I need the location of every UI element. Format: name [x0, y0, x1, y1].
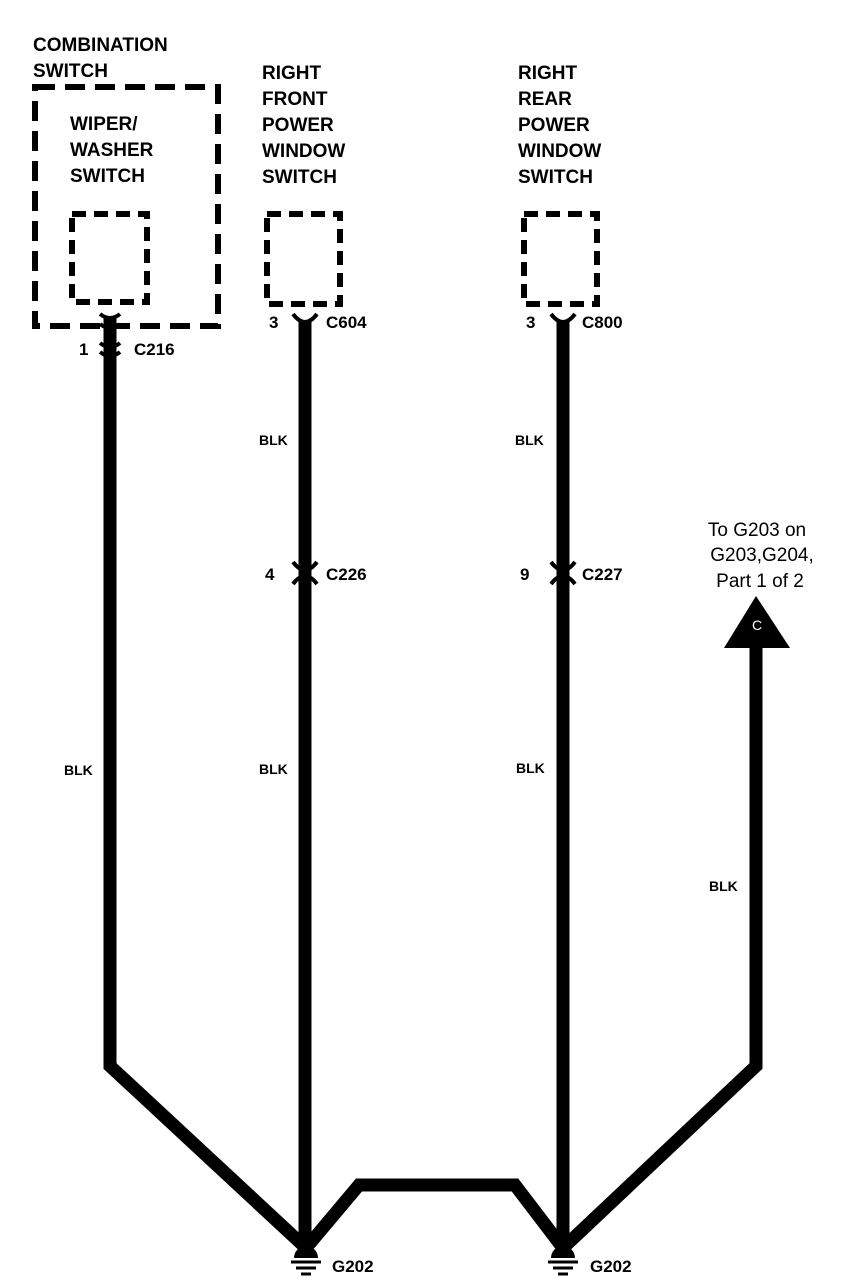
offpage-symbol: C: [752, 617, 762, 633]
wires: [103, 318, 763, 1253]
right-front-line2: FRONT: [262, 89, 328, 110]
right-rear-line3: POWER: [518, 115, 590, 136]
ground-icon: [291, 1246, 321, 1276]
combination-switch-line1: COMBINATION: [33, 35, 168, 56]
right-rear-line4: WINDOW: [518, 141, 601, 162]
c800-pin: 3: [526, 313, 535, 332]
wire-color-label: BLK: [516, 760, 545, 776]
connector-c226-symbol: [291, 560, 319, 586]
right-front-line3: POWER: [262, 115, 334, 136]
combination-switch-line2: SWITCH: [33, 61, 108, 82]
c216-pin: 1: [79, 340, 88, 359]
wiper-washer-switch-box: [69, 211, 150, 305]
wiper-washer-switch-label: WIPER/ WASHER SWITCH: [70, 114, 154, 187]
connector-c800-symbol: [549, 312, 577, 324]
combination-switch-label: COMBINATION SWITCH: [33, 35, 168, 82]
c604-name: C604: [326, 313, 367, 332]
right-rear-line5: SWITCH: [518, 167, 593, 188]
right-rear-window-switch-label: RIGHT REAR POWER WINDOW SWITCH: [518, 63, 601, 188]
right-rear-line1: RIGHT: [518, 63, 578, 84]
c227-name: C227: [582, 565, 623, 584]
wiper-washer-line2: WASHER: [70, 140, 154, 161]
c227-pin: 9: [520, 565, 529, 584]
wire-color-label: BLK: [259, 432, 288, 448]
offpage-line2: G203,G204,: [710, 545, 814, 566]
right-front-window-switch-label: RIGHT FRONT POWER WINDOW SWITCH: [262, 63, 345, 188]
right-rear-window-switch-box: [521, 211, 600, 307]
connector-c604-symbol: [291, 312, 319, 324]
offpage-connector-triangle-icon: [724, 596, 790, 648]
offpage-line3: Part 1 of 2: [716, 571, 804, 592]
wire-color-label: BLK: [515, 432, 544, 448]
ground-label-right: G202: [590, 1257, 632, 1276]
c216-name: C216: [134, 340, 175, 359]
offpage-line1: To G203 on: [708, 520, 806, 541]
connector-c216-symbol: [98, 312, 122, 358]
c226-pin: 4: [265, 565, 275, 584]
c226-name: C226: [326, 565, 367, 584]
offpage-reference-label: To G203 on G203,G204, Part 1 of 2: [708, 520, 814, 592]
ground-label-left: G202: [332, 1257, 374, 1276]
right-front-line4: WINDOW: [262, 141, 345, 162]
right-front-line5: SWITCH: [262, 167, 337, 188]
wiper-washer-line1: WIPER/: [70, 114, 138, 135]
wire-g202-jumper: [301, 1178, 569, 1253]
right-front-window-switch-box: [264, 211, 343, 307]
wire-c216-to-g202: [103, 318, 311, 1253]
c800-name: C800: [582, 313, 623, 332]
wire-color-label: BLK: [709, 878, 738, 894]
c604-pin: 3: [269, 313, 278, 332]
right-front-line1: RIGHT: [262, 63, 322, 84]
ground-icon: [548, 1246, 578, 1276]
wire-color-label: BLK: [64, 762, 93, 778]
wire-color-label: BLK: [259, 761, 288, 777]
combination-switch-box: [32, 84, 221, 329]
wire-offpage-to-g202: [558, 640, 763, 1253]
wiper-washer-line3: SWITCH: [70, 166, 145, 187]
right-rear-line2: REAR: [518, 89, 572, 110]
connector-c227-symbol: [549, 560, 577, 586]
